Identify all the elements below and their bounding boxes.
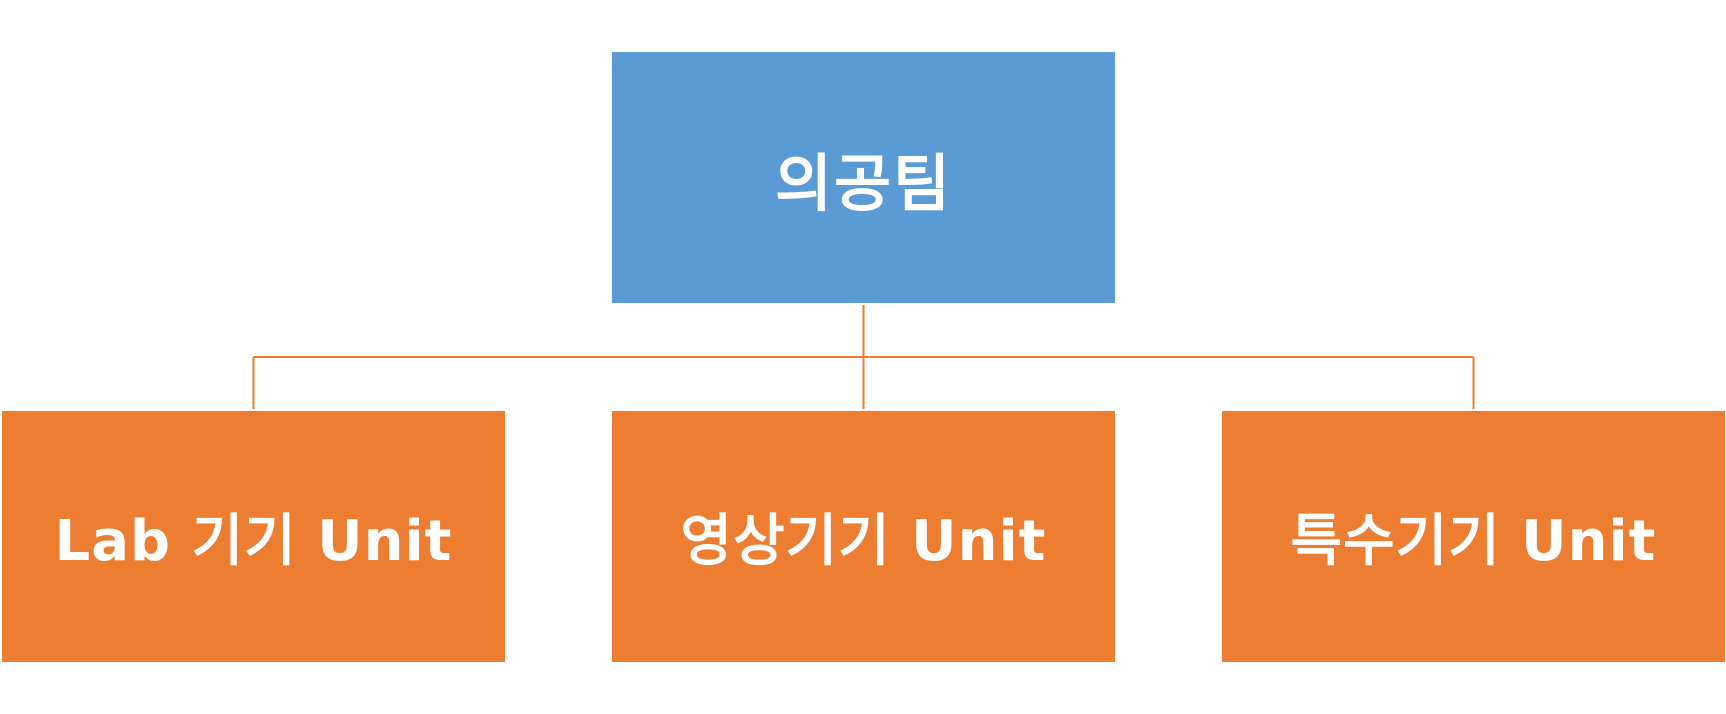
child-node-label: 영상기기 Unit (680, 509, 1047, 574)
child-node-label: Lab 기기 Unit (54, 509, 453, 574)
child-node-special-unit: 특수기기 Unit (1222, 411, 1725, 662)
child-node-lab-unit: Lab 기기 Unit (2, 411, 505, 662)
root-node-label: 의공팀 (774, 146, 953, 220)
child-node-label: 특수기기 Unit (1290, 509, 1657, 574)
root-node: 의공팀 (612, 52, 1115, 303)
child-node-imaging-unit: 영상기기 Unit (612, 411, 1115, 662)
